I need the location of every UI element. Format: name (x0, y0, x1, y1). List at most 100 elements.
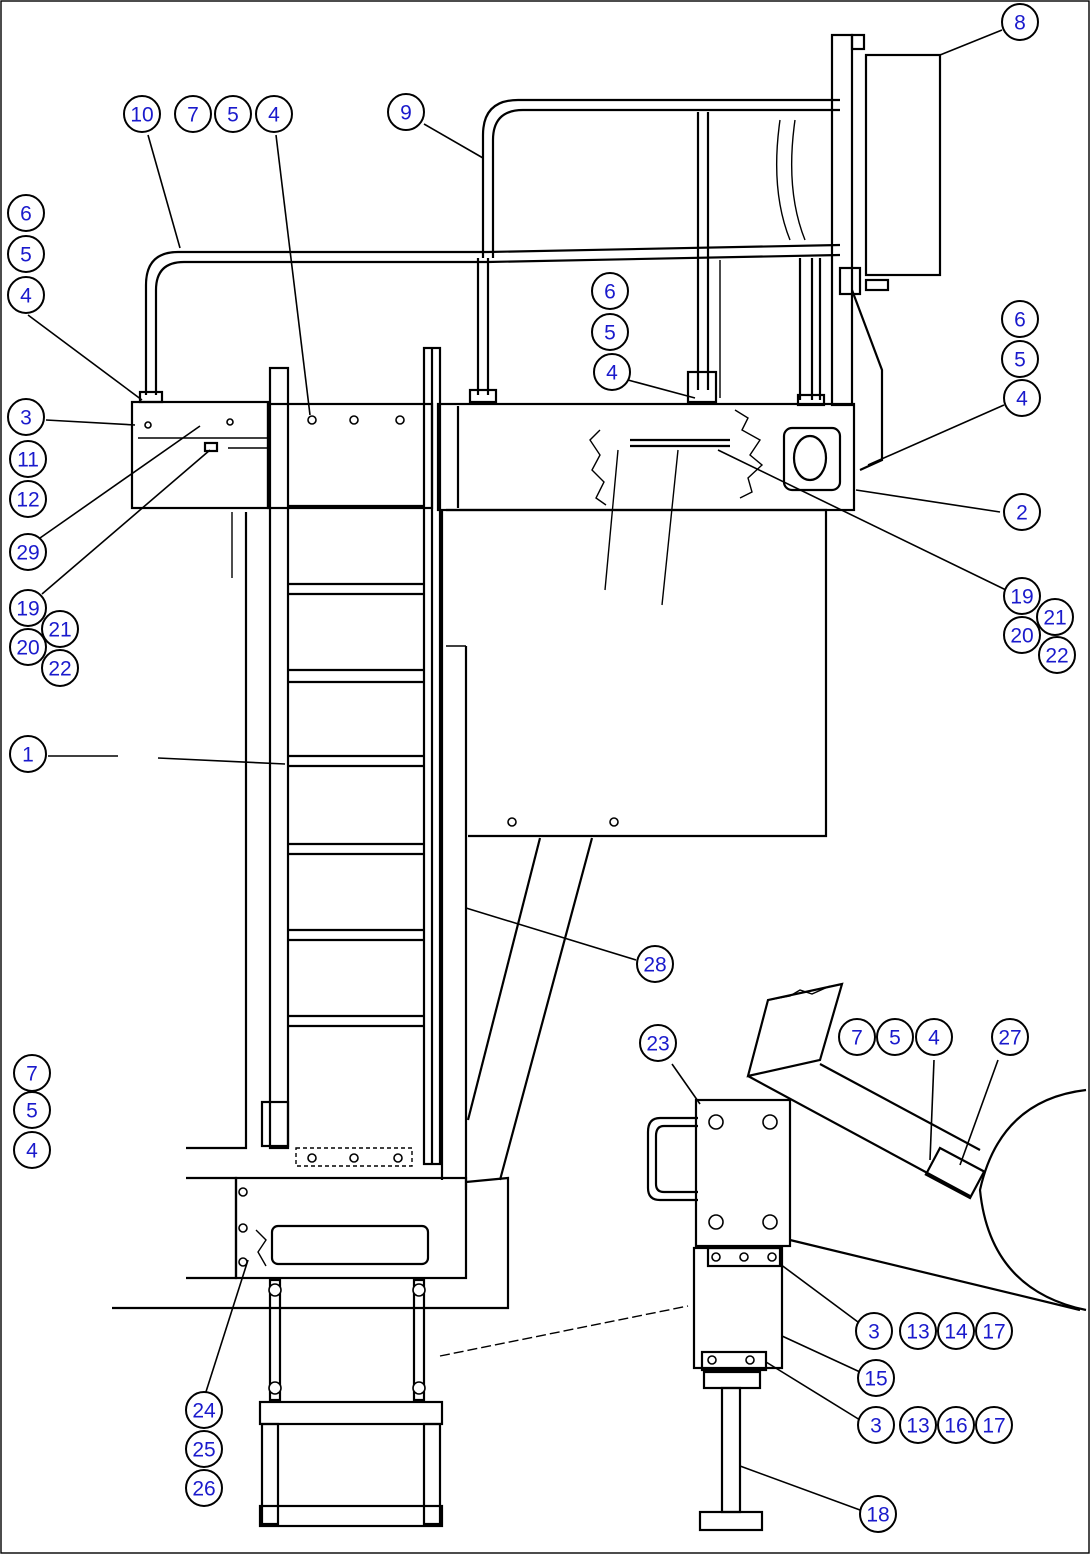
callout-circle (9, 440, 47, 478)
callout-number: 27 (998, 1027, 1021, 1050)
callout-circle (1003, 493, 1041, 531)
callout-2: 2 (1003, 493, 1041, 531)
callout-circle (185, 1469, 223, 1507)
callout-4: 4 (13, 1131, 51, 1169)
callout-circle (975, 1312, 1013, 1350)
callout-19: 19 (1003, 577, 1041, 615)
callout-number: 15 (864, 1368, 887, 1391)
callout-circle (636, 945, 674, 983)
callout-circle (9, 735, 47, 773)
callout-number: 24 (192, 1400, 216, 1423)
callout-circle (915, 1018, 953, 1056)
callout-number: 5 (1014, 349, 1026, 372)
callout-29: 29 (9, 533, 47, 571)
callout-22: 22 (41, 649, 79, 687)
callout-7: 7 (174, 95, 212, 133)
callout-circle (1003, 577, 1041, 615)
callout-number: 7 (187, 104, 199, 127)
callout-4: 4 (255, 95, 293, 133)
callout-circle (1003, 616, 1041, 654)
callout-circle (123, 95, 161, 133)
callout-circle (13, 1091, 51, 1129)
callout-circle (876, 1018, 914, 1056)
callout-4: 4 (1003, 379, 1041, 417)
callout-circle (855, 1312, 893, 1350)
callout-circle (387, 93, 425, 131)
callout-13: 13 (899, 1406, 937, 1444)
callout-21: 21 (41, 610, 79, 648)
callout-circle (857, 1406, 895, 1444)
callout-circle (41, 610, 79, 648)
callout-circle (7, 276, 45, 314)
platform-beam (130, 400, 856, 512)
callout-number: 4 (928, 1027, 940, 1050)
callout-number: 26 (192, 1478, 215, 1501)
callout-circle (1003, 379, 1041, 417)
callout-number: 21 (48, 619, 71, 642)
callout-number: 5 (20, 244, 32, 267)
callout-number: 5 (889, 1027, 901, 1050)
callout-17: 17 (975, 1406, 1013, 1444)
callout-10: 10 (123, 95, 161, 133)
callout-number: 10 (130, 104, 153, 127)
callout-17: 17 (975, 1312, 1013, 1350)
callout-circle (1001, 300, 1039, 338)
callout-number: 9 (400, 102, 412, 125)
callout-circle (185, 1391, 223, 1429)
callout-number: 19 (1010, 586, 1033, 609)
callout-circle (9, 480, 47, 518)
callout-number: 5 (227, 104, 239, 127)
callout-3: 3 (857, 1406, 895, 1444)
callout-number: 23 (646, 1033, 669, 1056)
callout-1: 1 (9, 735, 47, 773)
callout-3: 3 (7, 398, 45, 436)
callout-number: 6 (1014, 309, 1026, 332)
callout-number: 16 (944, 1415, 967, 1438)
callout-5: 5 (1001, 340, 1039, 378)
callout-number: 18 (866, 1504, 889, 1527)
callout-number: 5 (26, 1100, 38, 1123)
callout-number: 14 (944, 1321, 968, 1344)
callout-circle (937, 1406, 975, 1444)
callout-5: 5 (876, 1018, 914, 1056)
callout-14: 14 (937, 1312, 975, 1350)
callout-circle (1001, 3, 1039, 41)
callout-6: 6 (591, 272, 629, 310)
callout-16: 16 (937, 1406, 975, 1444)
callout-number: 4 (26, 1140, 38, 1163)
callout-number: 22 (48, 658, 71, 681)
callout-circle (639, 1024, 677, 1062)
callout-circle (991, 1018, 1029, 1056)
callout-number: 4 (20, 285, 32, 308)
callout-6: 6 (7, 194, 45, 232)
callout-27: 27 (991, 1018, 1029, 1056)
callout-number: 22 (1045, 645, 1068, 668)
callout-number: 1 (22, 744, 34, 767)
callout-circle (1036, 598, 1074, 636)
callout-5: 5 (13, 1091, 51, 1129)
callout-21: 21 (1036, 598, 1074, 636)
callout-number: 25 (192, 1439, 215, 1462)
callout-number: 3 (870, 1415, 882, 1438)
callout-number: 20 (1010, 625, 1033, 648)
callout-number: 6 (20, 203, 32, 226)
callout-number: 12 (16, 489, 39, 512)
callout-6: 6 (1001, 300, 1039, 338)
callout-8: 8 (1001, 3, 1039, 41)
callout-7: 7 (13, 1054, 51, 1092)
callout-5: 5 (7, 235, 45, 273)
callout-number: 3 (20, 407, 32, 430)
callout-26: 26 (185, 1469, 223, 1507)
callout-number: 21 (1043, 607, 1066, 630)
callout-number: 20 (16, 637, 39, 660)
handrail (138, 98, 841, 407)
callout-circle (7, 194, 45, 232)
ladder (260, 346, 442, 1167)
callout-circle (859, 1495, 897, 1533)
callout-23: 23 (639, 1024, 677, 1062)
callout-number: 13 (906, 1321, 929, 1344)
callout-4: 4 (593, 353, 631, 391)
callout-number: 4 (1016, 388, 1028, 411)
callout-circle (9, 628, 47, 666)
